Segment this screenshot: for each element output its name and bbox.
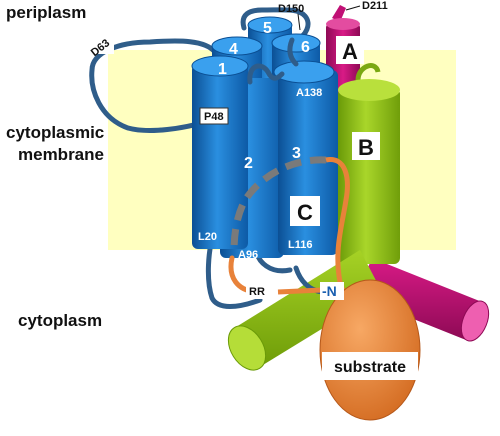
helix-number-6: 6: [301, 39, 310, 56]
subunit-b-cylinder-end: [227, 325, 267, 371]
loop-l20: [205, 229, 263, 309]
substrate-label-box: [322, 352, 418, 380]
subunit-b-label: B: [358, 135, 374, 160]
loop-d63: [89, 38, 218, 133]
subunit-b-lower-cylinder: [236, 250, 382, 368]
subunit-a-helix-top: [326, 18, 360, 30]
residue-d63-box: [86, 38, 114, 54]
loop-1-3: [247, 63, 285, 85]
subunit-a-label-box: [336, 36, 364, 64]
substrate-body: [319, 279, 421, 421]
subunit-c-label-box: [290, 196, 320, 226]
residue-d150: D150: [278, 3, 304, 15]
helix-number-5: 5: [263, 20, 272, 37]
helix-6-top: [271, 33, 321, 53]
helix-4-top: [211, 36, 263, 56]
label-membrane-line2: membrane: [18, 145, 104, 164]
loop-6-3: [287, 37, 299, 67]
helix-number-4: 4: [229, 41, 238, 58]
residue-a138: A138: [296, 87, 322, 99]
signal-peptide-dashed-path: [230, 156, 327, 253]
residue-l20: L20: [198, 231, 217, 243]
helix-5-top: [247, 16, 293, 34]
subunit-a-helix-end: [460, 300, 490, 342]
signal-peptide-n-link: [277, 287, 323, 295]
subunit-c-label: C: [297, 200, 313, 225]
helix-1: [192, 64, 248, 249]
residue-a96: A96: [238, 249, 258, 261]
label-cytoplasm: cytoplasm: [18, 311, 102, 330]
residue-l116: L116: [288, 239, 312, 251]
subunit-b-hook: [355, 63, 381, 81]
residue-d211: D211: [362, 0, 388, 12]
residue-d211-pointer: [345, 5, 361, 11]
helix-1-top: [191, 55, 249, 77]
subunit-a-label: A: [342, 39, 358, 64]
residue-p48-box: [199, 107, 229, 125]
substrate-label: substrate: [334, 359, 406, 376]
helix-number-1: 1: [218, 61, 227, 78]
helix-number-2: 2: [244, 155, 253, 172]
subunit-a-stem: [332, 5, 346, 22]
residue-p48: P48: [204, 111, 224, 123]
n-terminus-label: -N: [322, 283, 337, 299]
subunit-a-amphipathic-helix: [356, 258, 482, 340]
loop-d150: [240, 7, 311, 43]
residue-rr: RR: [249, 286, 265, 298]
helix-3-top: [273, 60, 335, 84]
label-membrane-line1: cytoplasmic: [6, 123, 104, 142]
subunit-b-helix-top: [338, 79, 400, 101]
label-periplasm: periplasm: [6, 3, 86, 22]
n-terminus-box: [320, 282, 344, 300]
helix-number-3: 3: [292, 145, 301, 162]
residue-rr-box: [246, 283, 270, 299]
residue-d150-pointer: [297, 13, 301, 31]
subunit-b-label-box: [352, 132, 380, 160]
